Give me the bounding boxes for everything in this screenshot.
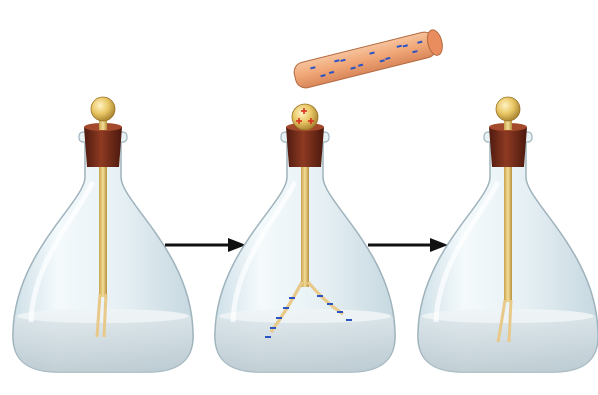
electroscope-neutral <box>13 97 193 372</box>
right-arrow-icon <box>368 238 448 252</box>
knob-after <box>496 97 520 121</box>
electroscope-after <box>418 97 598 372</box>
charged-rod-icon <box>292 28 445 90</box>
right-arrow-icon <box>165 238 246 252</box>
knob-neutral <box>91 97 115 121</box>
knob-charged <box>292 104 318 130</box>
electroscope-charged <box>215 104 395 372</box>
